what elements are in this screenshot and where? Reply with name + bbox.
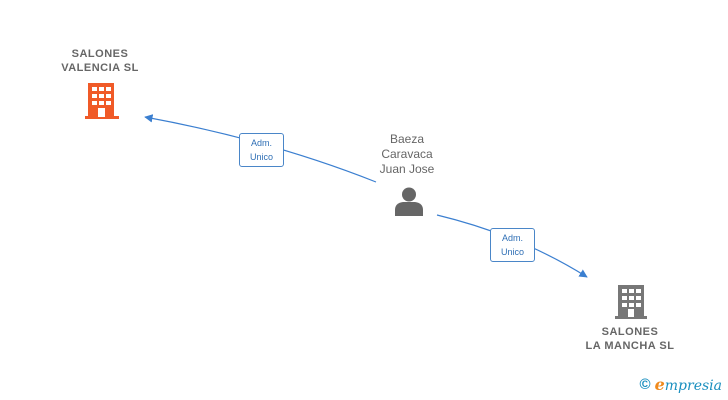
person-name-line2: Caravaca: [381, 147, 433, 161]
company-mancha-name-line1: SALONES: [601, 326, 659, 338]
edge-role-badge: Adm. Unico: [239, 133, 284, 167]
person-name-line3: Juan Jose: [379, 162, 435, 176]
person-name-line1: Baeza: [389, 132, 425, 146]
copyright-icon: ©: [639, 376, 651, 393]
company-mancha-name-line2: LA MANCHA SL: [585, 340, 675, 352]
edge-role-line2: Unico: [500, 247, 524, 257]
company-valencia-name-line1: SALONES: [71, 48, 129, 60]
company-valencia-label[interactable]: SALONES VALENCIA SL: [48, 47, 152, 75]
company-valencia-name-line2: VALENCIA SL: [61, 62, 139, 74]
brand-logo-rest: mpresia: [664, 378, 722, 394]
edge-role-line1: Adm.: [250, 138, 272, 148]
edge-role-line2: Unico: [249, 152, 273, 162]
person-label[interactable]: Baeza Caravaca Juan Jose: [357, 132, 457, 177]
brand-logo[interactable]: empresia: [655, 375, 722, 394]
brand-logo-first-letter: e: [654, 375, 665, 394]
edge-role-badge: Adm. Unico: [490, 228, 535, 262]
building-icon[interactable]: [85, 83, 119, 124]
building-icon[interactable]: [615, 285, 647, 324]
person-icon[interactable]: [394, 186, 424, 221]
company-mancha-label[interactable]: SALONES LA MANCHA SL: [575, 325, 685, 353]
footer-brand: © empresia: [640, 375, 722, 394]
edge-role-line1: Adm.: [501, 233, 523, 243]
